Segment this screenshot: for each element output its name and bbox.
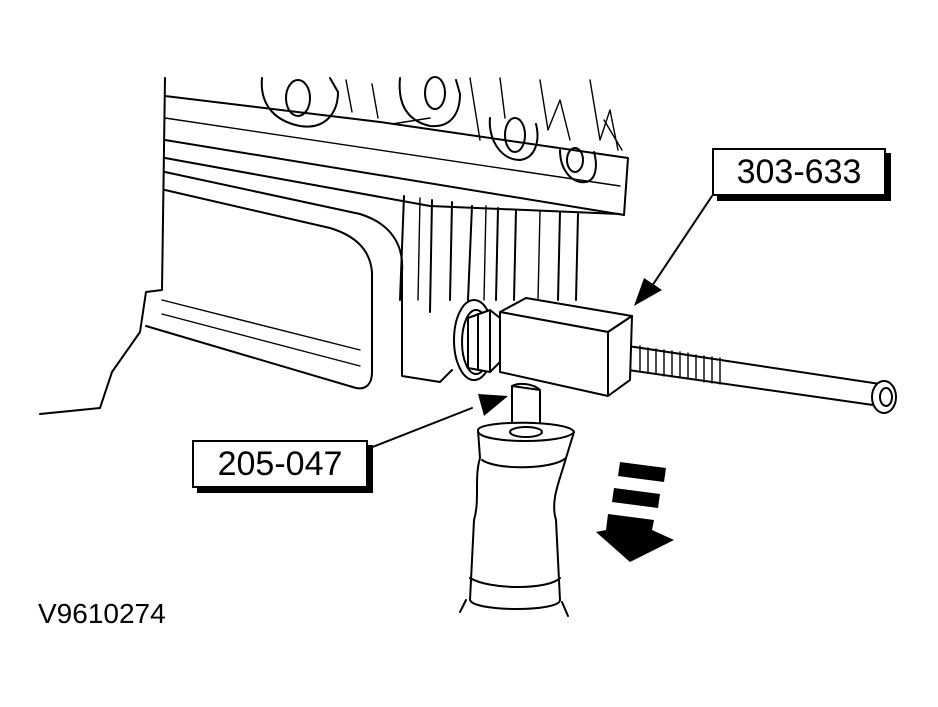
tool-number-lower: 205-047 bbox=[217, 444, 343, 483]
leader-arrow-205-047 bbox=[369, 394, 508, 449]
tool-label-303-633: 303-633 bbox=[712, 148, 886, 196]
pull-down-arrow-icon bbox=[596, 462, 674, 562]
tool-number-upper: 303-633 bbox=[736, 152, 862, 191]
transmission-housing bbox=[39, 76, 629, 415]
tool-303-633 bbox=[499, 297, 897, 414]
tool-label-205-047: 205-047 bbox=[192, 440, 368, 488]
leader-arrow-303-633 bbox=[634, 195, 713, 306]
drain-plug bbox=[453, 299, 501, 381]
tool-205-047 bbox=[459, 382, 575, 617]
figure-id: V9610274 bbox=[38, 598, 166, 629]
